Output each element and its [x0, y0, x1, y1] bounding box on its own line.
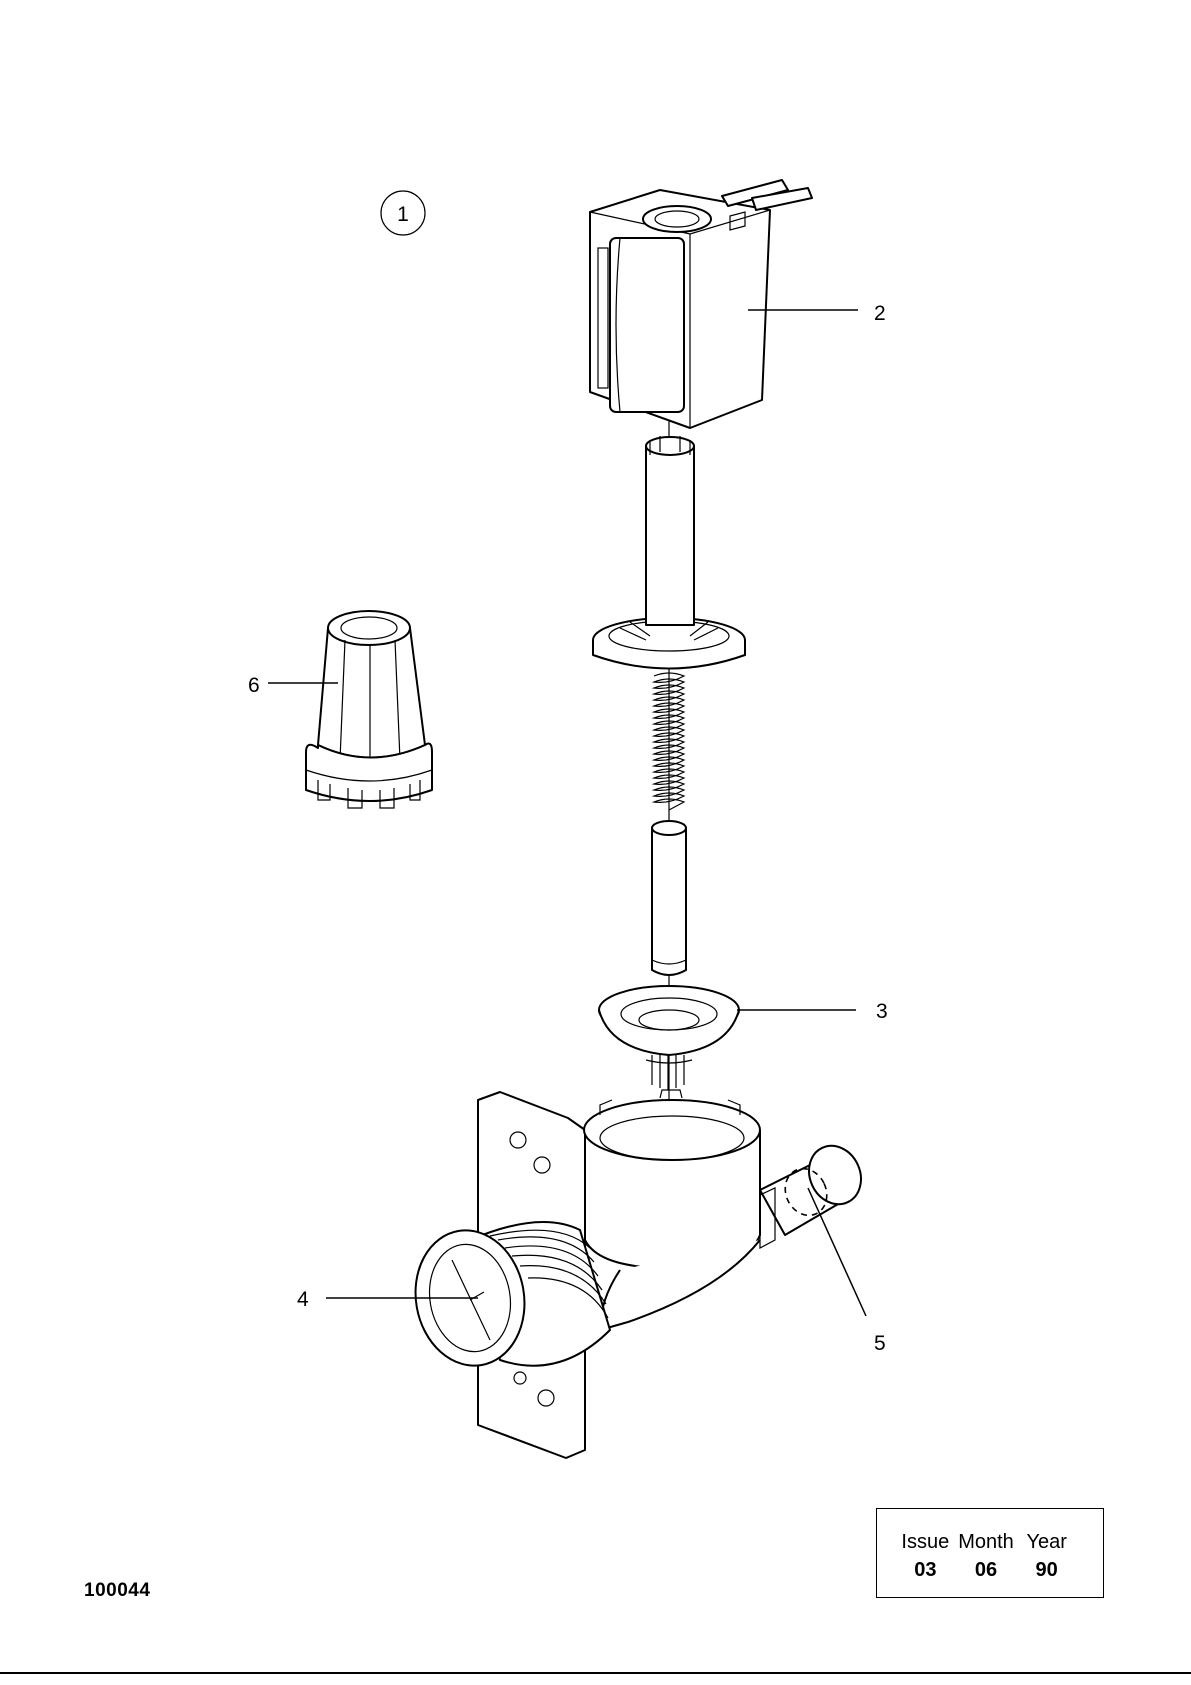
year-header: Year: [1016, 1529, 1077, 1555]
assembly-callout-number: 1: [397, 203, 409, 226]
label-part-5: 5: [874, 1332, 886, 1355]
label-part-3: 3: [876, 1000, 888, 1023]
month-value: 06: [956, 1557, 1017, 1583]
tool: [306, 611, 432, 808]
bottom-rule: [0, 1672, 1191, 1674]
assembly-callout: 1: [381, 191, 425, 235]
solenoid-coil: [590, 180, 812, 428]
core-tube: [593, 436, 745, 669]
issue-info-box: Issue Month Year 03 06 90: [876, 1508, 1104, 1598]
drawing-number: 100044: [84, 1580, 150, 1602]
label-part-6: 6: [248, 674, 260, 697]
year-value: 90: [1016, 1557, 1077, 1583]
issue-header: Issue: [895, 1529, 956, 1555]
spring: [654, 673, 684, 810]
label-part-4: 4: [297, 1288, 309, 1311]
plunger: [652, 821, 686, 975]
month-header: Month: [956, 1529, 1017, 1555]
label-part-2: 2: [874, 302, 886, 325]
valve-body: [405, 1090, 870, 1458]
issue-value: 03: [895, 1557, 956, 1583]
